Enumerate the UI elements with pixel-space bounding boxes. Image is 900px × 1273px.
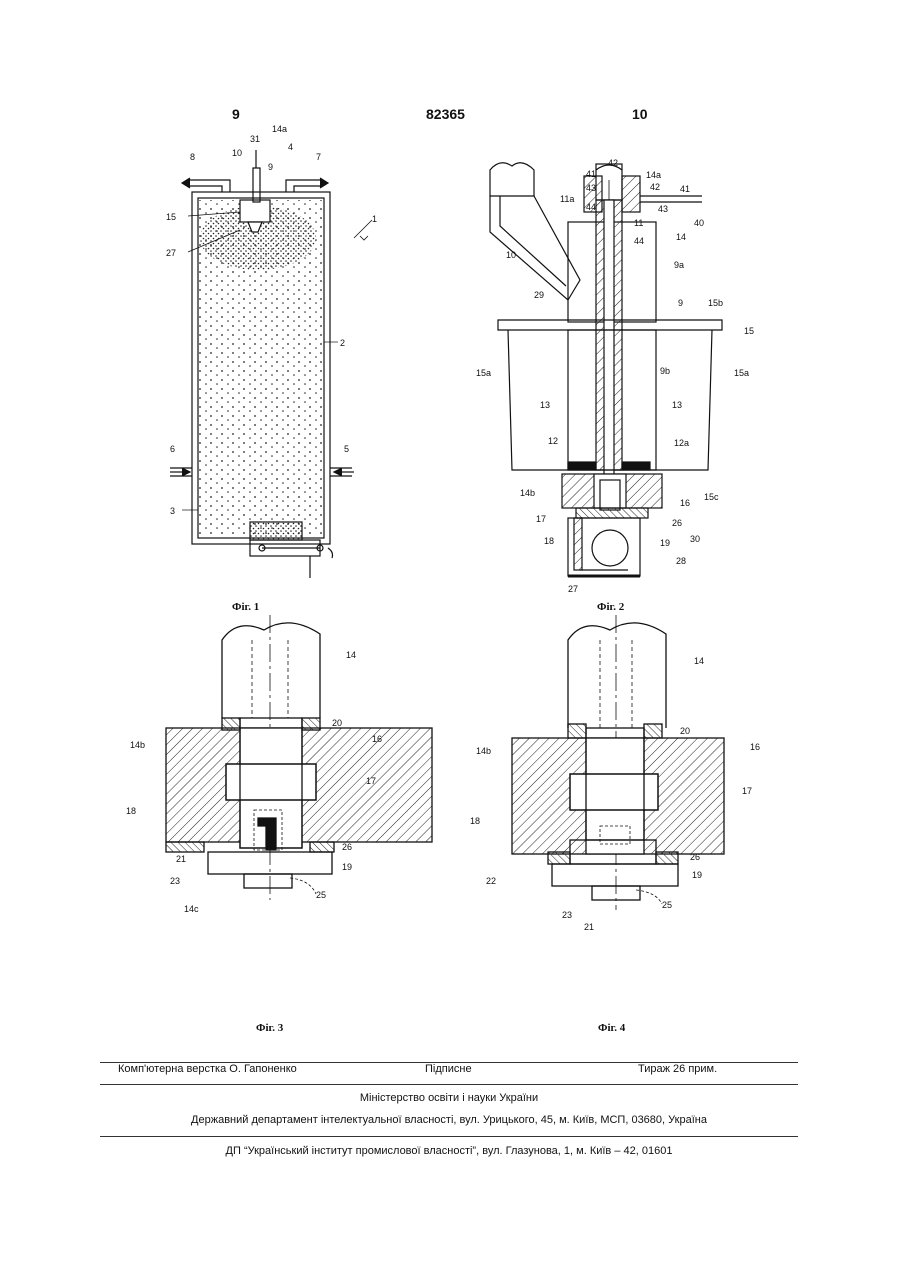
- fig2-label-42: 42: [608, 158, 618, 168]
- fig1-label-31: 31: [250, 134, 260, 144]
- fig3-label-18: 18: [126, 806, 136, 816]
- figure-3: [166, 615, 432, 900]
- fig2-label-15b: 15b: [708, 298, 723, 308]
- fig4-label-16: 16: [750, 742, 760, 752]
- fig2-label-15a-left: 15a: [476, 368, 491, 378]
- fig4-label-25: 25: [662, 900, 672, 910]
- footer-rule-bottom: [100, 1136, 798, 1137]
- fig2-label-9b: 9b: [660, 366, 670, 376]
- fig2-label-30: 30: [690, 534, 700, 544]
- fig1-caption: Фіг. 1: [232, 601, 259, 613]
- fig2-label-40: 40: [694, 218, 704, 228]
- fig2-label-14: 14: [676, 232, 686, 242]
- fig2-label-16: 16: [680, 498, 690, 508]
- fig2-label-42b: 42: [650, 182, 660, 192]
- fig2-label-12a: 12a: [674, 438, 689, 448]
- fig2-label-9: 9: [678, 298, 683, 308]
- fig1-label-1: 1: [372, 214, 377, 224]
- fig2-label-41a: 41: [586, 169, 596, 179]
- fig2-label-26: 26: [672, 518, 682, 528]
- fig2-label-27: 27: [568, 584, 578, 594]
- fig1-label-15: 15: [166, 212, 176, 222]
- fig4-caption: Фіг. 4: [598, 1022, 625, 1034]
- fig2-label-43b: 43: [658, 204, 668, 214]
- fig2-label-41b: 41: [680, 184, 690, 194]
- fig1-label-5: 5: [344, 444, 349, 454]
- fig2-label-44a: 44: [586, 202, 596, 212]
- fig2-label-14a: 14a: [646, 170, 661, 180]
- fig4-label-26: 26: [690, 852, 700, 862]
- fig1-label-10: 10: [232, 148, 242, 158]
- fig2-label-14b: 14b: [520, 488, 535, 498]
- fig3-label-23: 23: [170, 876, 180, 886]
- fig2-label-17: 17: [536, 514, 546, 524]
- fig1-label-8: 8: [190, 152, 195, 162]
- footer-institute: ДП “Український інститут промислової вла…: [100, 1145, 798, 1157]
- fig4-label-17: 17: [742, 786, 752, 796]
- fig3-label-19: 19: [342, 862, 352, 872]
- fig3-label-14: 14: [346, 650, 356, 660]
- fig1-label-9: 9: [268, 162, 273, 172]
- fig2-label-12: 12: [548, 436, 558, 446]
- footer-rule-middle: [100, 1084, 798, 1085]
- footer-department: Державний департамент інтелектуальної вл…: [100, 1114, 798, 1126]
- fig1-label-27: 27: [166, 248, 176, 258]
- fig2-label-28: 28: [676, 556, 686, 566]
- figure-1: [170, 150, 372, 578]
- fig2-label-11: 11: [634, 218, 643, 228]
- fig2-label-15a-right: 15a: [734, 368, 749, 378]
- patent-drawings: 31 14a 10 9 4 8 7 15 27 1 2 6 5 3: [0, 0, 900, 1050]
- fig1-label-6: 6: [170, 444, 175, 454]
- footer-ministry: Міністерство освіти і науки України: [100, 1092, 798, 1104]
- fig3-label-14c: 14c: [184, 904, 199, 914]
- fig4-label-22: 22: [486, 876, 496, 886]
- fig4-label-14b: 14b: [476, 746, 491, 756]
- fig2-label-18: 18: [544, 536, 554, 546]
- fig2-label-43a: 43: [586, 183, 596, 193]
- fig4-label-18: 18: [470, 816, 480, 826]
- footer-signed: Підписне: [425, 1063, 472, 1075]
- fig1-label-4: 4: [288, 142, 293, 152]
- fig2-label-9a: 9a: [674, 260, 684, 270]
- fig3-label-17: 17: [366, 776, 376, 786]
- fig2-label-10: 10: [506, 250, 516, 260]
- fig2-label-13-left: 13: [540, 400, 550, 410]
- fig2-label-44b: 44: [634, 236, 644, 246]
- fig3-label-14b: 14b: [130, 740, 145, 750]
- fig1-label-2: 2: [340, 338, 345, 348]
- fig1-label-14a: 14a: [272, 124, 287, 134]
- fig2-caption: Фіг. 2: [597, 601, 624, 613]
- fig3-label-16: 16: [372, 734, 382, 744]
- fig2-label-15c: 15c: [704, 492, 719, 502]
- fig3-caption: Фіг. 3: [256, 1022, 283, 1034]
- fig4-label-14: 14: [694, 656, 704, 666]
- figure-4: [512, 615, 724, 910]
- fig2-label-11a: 11a: [560, 194, 574, 204]
- figure-2: [490, 163, 722, 576]
- footer-layout: Комп'ютерна верстка О. Гапоненко: [118, 1063, 297, 1075]
- fig2-label-29: 29: [534, 290, 544, 300]
- fig2-label-15: 15: [744, 326, 754, 336]
- footer-circulation: Тираж 26 прим.: [638, 1063, 717, 1075]
- fig4-label-19: 19: [692, 870, 702, 880]
- fig3-label-26: 26: [342, 842, 352, 852]
- fig2-label-13-right: 13: [672, 400, 682, 410]
- fig3-label-25: 25: [316, 890, 326, 900]
- fig4-label-23: 23: [562, 910, 572, 920]
- fig1-label-7: 7: [316, 152, 321, 162]
- fig4-label-20: 20: [680, 726, 690, 736]
- fig1-label-3: 3: [170, 506, 175, 516]
- fig4-label-21: 21: [584, 922, 594, 932]
- fig2-label-19: 19: [660, 538, 670, 548]
- fig3-label-20: 20: [332, 718, 342, 728]
- fig3-label-21: 21: [176, 854, 186, 864]
